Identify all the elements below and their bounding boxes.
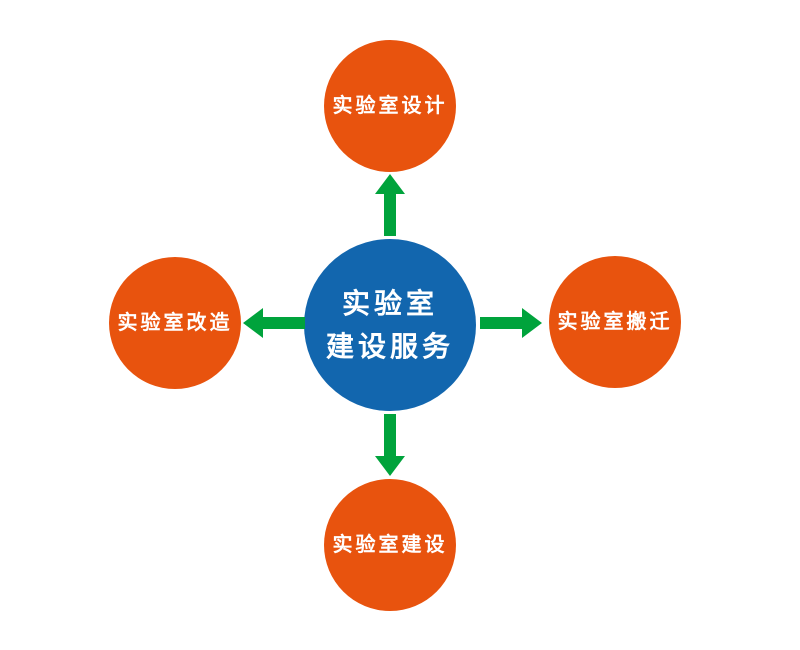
- node-label: 实验室设计: [332, 95, 448, 117]
- node-label: 实验室搬迁: [557, 311, 673, 333]
- arrow-right-icon: [480, 308, 542, 338]
- node-label: 实验室建设: [332, 534, 448, 556]
- center-node-laboratory-construction-services: 实验室 建设服务: [304, 239, 476, 411]
- arrow-up-icon: [375, 174, 405, 236]
- node-label: 实验室改造: [117, 312, 233, 334]
- node-laboratory-design: 实验室设计: [324, 40, 456, 172]
- center-node-label-line2: 建设服务: [325, 331, 454, 362]
- arrow-down-icon: [375, 414, 405, 476]
- center-node-label-line1: 实验室: [341, 287, 438, 319]
- node-laboratory-relocation: 实验室搬迁: [549, 256, 681, 388]
- node-laboratory-renovation: 实验室改造: [109, 257, 241, 389]
- arrow-left-icon: [243, 308, 305, 338]
- node-laboratory-construction: 实验室建设: [324, 479, 456, 611]
